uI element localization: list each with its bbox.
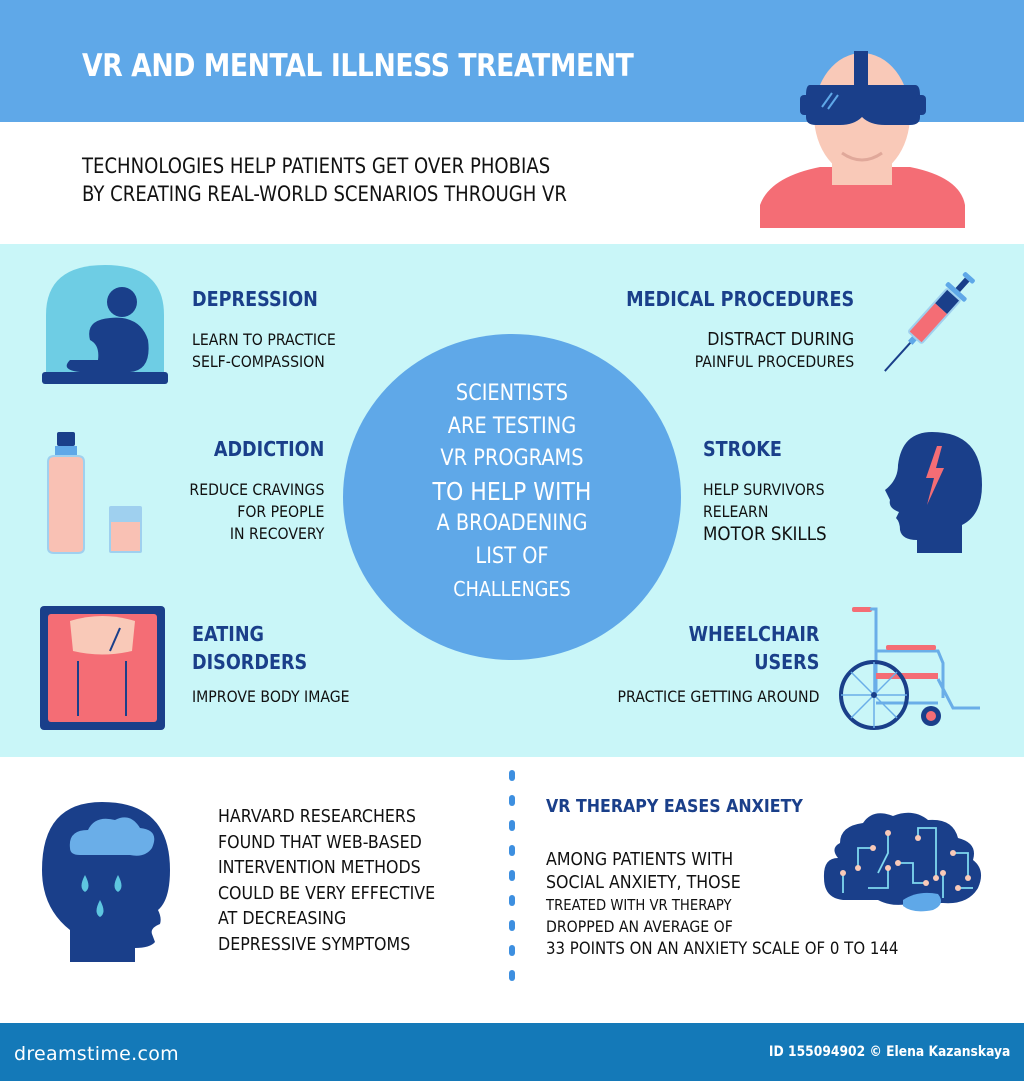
vr-therapy-line: 33 POINTS ON AN ANXIETY SCALE OF 0 TO 14…: [546, 939, 899, 959]
circle-line: SCIENTISTS: [455, 381, 569, 406]
category-eating-disorders: EATING DISORDERS IMPROVE BODY IMAGE: [192, 620, 371, 708]
depression-desc: LEARN TO PRACTICE: [192, 330, 336, 349]
harvard-finding: HARVARD RESEARCHERS FOUND THAT WEB-BASED…: [218, 804, 465, 957]
stroke-desc: HELP SURVIVORS: [703, 480, 825, 499]
eating-title: EATING: [192, 622, 265, 646]
intro-text: TECHNOLOGIES HELP PATIENTS GET OVER PHOB…: [82, 152, 567, 208]
vr-therapy-line: DROPPED AN AVERAGE OF: [546, 917, 733, 936]
circle-line: VR PROGRAMS: [440, 446, 584, 471]
harvard-line: HARVARD RESEARCHERS: [218, 806, 416, 827]
center-circle-text: SCIENTISTS ARE TESTING VR PROGRAMS TO HE…: [343, 378, 681, 606]
stroke-desc: RELEARN: [703, 502, 769, 521]
eating-desc: IMPROVE BODY IMAGE: [192, 687, 350, 706]
medical-desc: PAINFUL PROCEDURES: [694, 352, 854, 371]
wheelchair-desc: PRACTICE GETTING AROUND: [617, 687, 819, 706]
wheelchair-title: USERS: [753, 650, 819, 674]
person-in-bell-jar-icon: [42, 265, 168, 384]
vr-therapy-title: VR THERAPY EASES ANXIETY: [546, 796, 803, 817]
addiction-title: ADDICTION: [213, 437, 324, 461]
stroke-desc: MOTOR SKILLS: [703, 523, 827, 545]
dotted-divider: [509, 770, 515, 995]
syringe-icon: [884, 272, 975, 372]
vr-headset-person-icon: [760, 51, 965, 228]
category-addiction: ADDICTION REDUCE CRAVINGS FOR PEOPLE IN …: [171, 435, 324, 545]
medical-desc: DISTRACT DURING: [707, 329, 854, 350]
wheelchair-icon: [839, 607, 980, 730]
circle-line: CHALLENGES: [453, 577, 571, 601]
addiction-desc: IN RECOVERY: [229, 524, 324, 543]
vr-therapy-finding: AMONG PATIENTS WITH SOCIAL ANXIETY, THOS…: [546, 848, 946, 960]
intro-line-2: BY CREATING REAL-WORLD SCENARIOS THROUGH…: [82, 182, 567, 206]
depression-title: DEPRESSION: [192, 287, 318, 311]
depression-desc: SELF-COMPASSION: [192, 352, 325, 371]
harvard-line: AT DECREASING: [218, 908, 347, 929]
category-depression: DEPRESSION LEARN TO PRACTICE SELF-COMPAS…: [192, 285, 355, 373]
bottle-and-glass-icon: [47, 432, 142, 554]
category-medical-procedures: MEDICAL PROCEDURES DISTRACT DURING PAINF…: [595, 285, 854, 373]
head-raincloud-icon: [42, 802, 170, 962]
category-wheelchair-users: WHEELCHAIR USERS PRACTICE GETTING AROUND: [590, 620, 819, 708]
footer-logo[interactable]: dreamstime.com: [14, 1043, 179, 1065]
category-stroke: STROKE HELP SURVIVORS RELEARN MOTOR SKIL…: [703, 435, 844, 545]
circle-line: LIST OF: [475, 543, 549, 569]
scale-icon: [40, 606, 165, 730]
medical-title: MEDICAL PROCEDURES: [625, 287, 854, 311]
eating-title: DISORDERS: [192, 650, 308, 674]
page-title: VR AND MENTAL ILLNESS TREATMENT: [82, 48, 634, 84]
harvard-line: COULD BE VERY EFFECTIVE: [218, 882, 436, 904]
addiction-desc: REDUCE CRAVINGS: [189, 480, 324, 499]
harvard-line: DEPRESSIVE SYMPTOMS: [218, 933, 411, 955]
addiction-desc: FOR PEOPLE: [236, 502, 324, 521]
harvard-line: FOUND THAT WEB-BASED: [218, 831, 422, 853]
circuit-brain-icon: [823, 812, 982, 912]
harvard-line: INTERVENTION METHODS: [218, 857, 421, 878]
footer-bar: [0, 1023, 1024, 1081]
circle-line: ARE TESTING: [447, 413, 577, 439]
wheelchair-title: WHEELCHAIR: [688, 622, 819, 646]
stroke-title: STROKE: [703, 437, 782, 461]
circle-line: TO HELP WITH: [432, 476, 592, 506]
center-circle: [343, 334, 681, 660]
intro-line-1: TECHNOLOGIES HELP PATIENTS GET OVER PHOB…: [82, 154, 551, 178]
vr-therapy-line: SOCIAL ANXIETY, THOSE: [546, 872, 741, 893]
vr-therapy-line: TREATED WITH VR THERAPY: [546, 896, 732, 914]
footer-credit: ID 155094902 © Elena Kazanskaya: [768, 1044, 1010, 1060]
head-lightning-icon: [885, 432, 982, 553]
circle-line: A BROADENING: [436, 511, 588, 536]
vr-therapy-line: AMONG PATIENTS WITH: [546, 849, 734, 870]
